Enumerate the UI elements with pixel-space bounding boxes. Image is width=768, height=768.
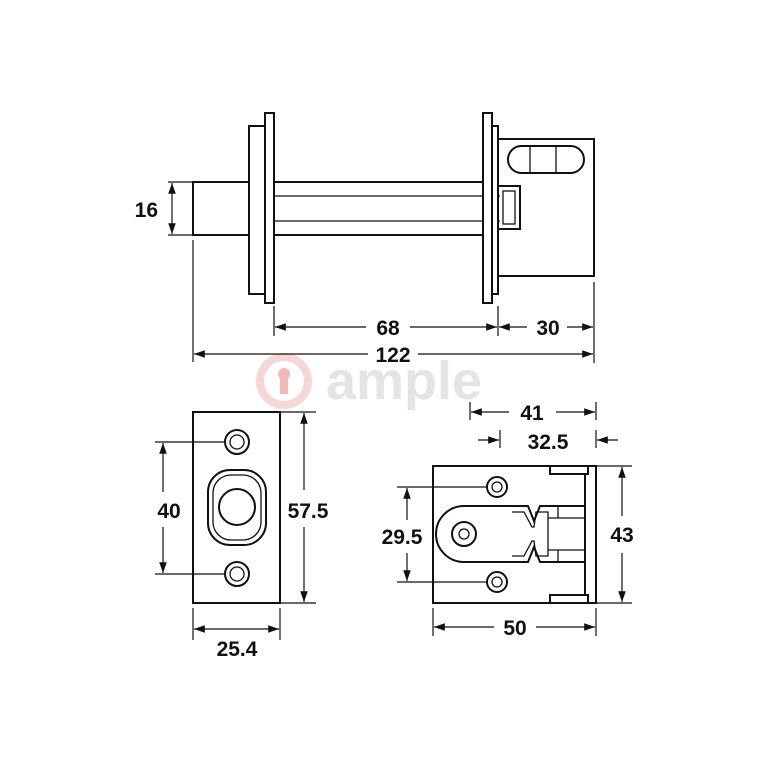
dim-bolt-tail: 30 (536, 317, 559, 340)
dim-overall-length: 122 (375, 344, 410, 367)
dim-hole-spacing: 40 (157, 500, 180, 523)
screw-hole-icon (224, 561, 250, 587)
screw-hole-icon (486, 476, 508, 498)
dim-keeper-inner-depth: 32.5 (528, 431, 569, 454)
keeper-view: 41 32.5 29.5 43 50 (382, 402, 634, 640)
faceplate-outline (192, 411, 281, 604)
dim-keeper-height: 43 (610, 524, 633, 547)
forend-plate-outer (248, 125, 266, 295)
keeper-outline (432, 465, 597, 604)
slot-icon (507, 145, 585, 174)
dim-keeper-depth: 41 (520, 402, 544, 425)
watermark: ample (256, 351, 482, 411)
dim-faceplate-height: 57.5 (288, 500, 329, 523)
bolt-opening (207, 469, 267, 546)
dim-faceplate-width: 25.4 (217, 638, 258, 661)
forend-plate-inner (264, 112, 275, 304)
dim-keeper-width: 50 (503, 617, 526, 640)
dim-backset: 68 (376, 317, 400, 340)
dim-keeper-hole-spacing: 29.5 (382, 526, 423, 549)
screw-hole-icon (486, 571, 508, 593)
dim-bolt-diameter: 16 (135, 199, 158, 222)
key-lock-logo-icon (256, 353, 312, 409)
faceplate-view: 40 57.5 25.4 (155, 411, 329, 661)
watermark-text: ample (326, 351, 482, 411)
bolt-side-view: 16 68 30 122 (135, 112, 595, 367)
keeper-plate-inner (482, 112, 493, 304)
bolt-head (192, 181, 250, 236)
screw-hole-icon (224, 429, 250, 455)
